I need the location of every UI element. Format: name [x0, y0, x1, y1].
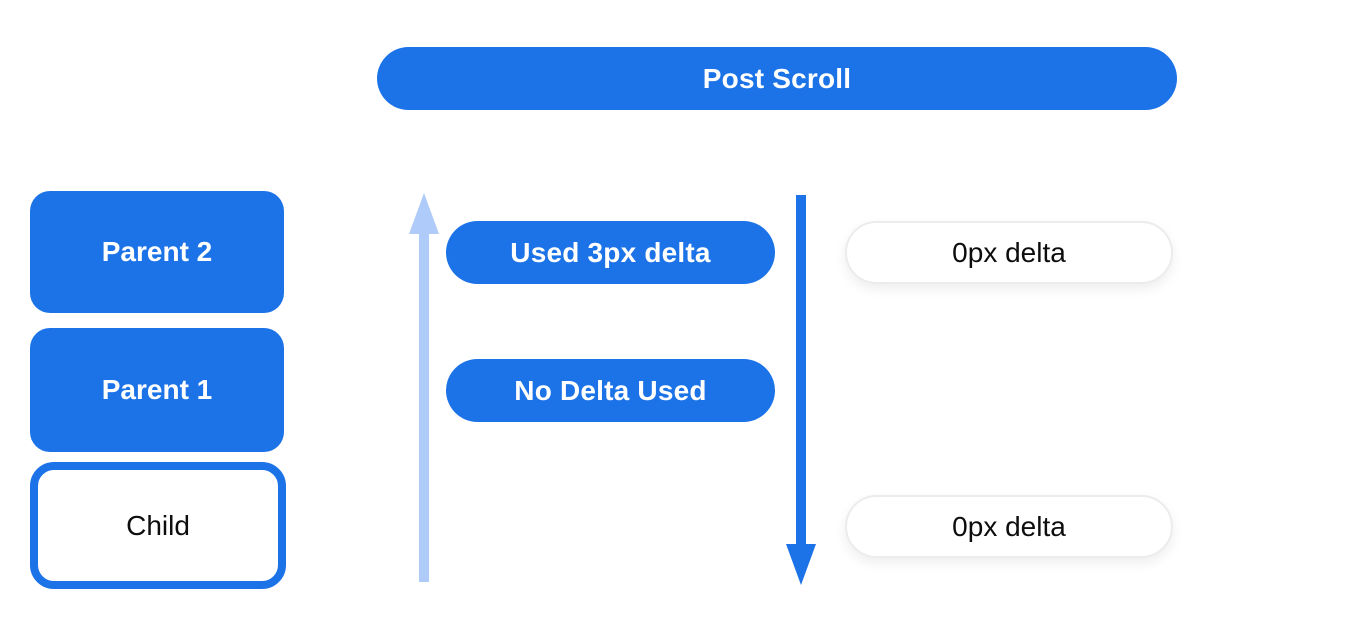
scroll-up-arrow-icon: [409, 193, 439, 582]
child-box: Child: [30, 462, 286, 589]
zero-delta-pill-top: 0px delta: [845, 221, 1173, 284]
post-scroll-banner: Post Scroll: [377, 47, 1177, 110]
scroll-down-arrow-icon: [786, 195, 816, 585]
zero-delta-pill-bottom: 0px delta: [845, 495, 1173, 558]
parent1-box: Parent 1: [30, 328, 284, 452]
no-delta-used-pill: No Delta Used: [446, 359, 775, 422]
parent2-box: Parent 2: [30, 191, 284, 313]
used-delta-pill: Used 3px delta: [446, 221, 775, 284]
